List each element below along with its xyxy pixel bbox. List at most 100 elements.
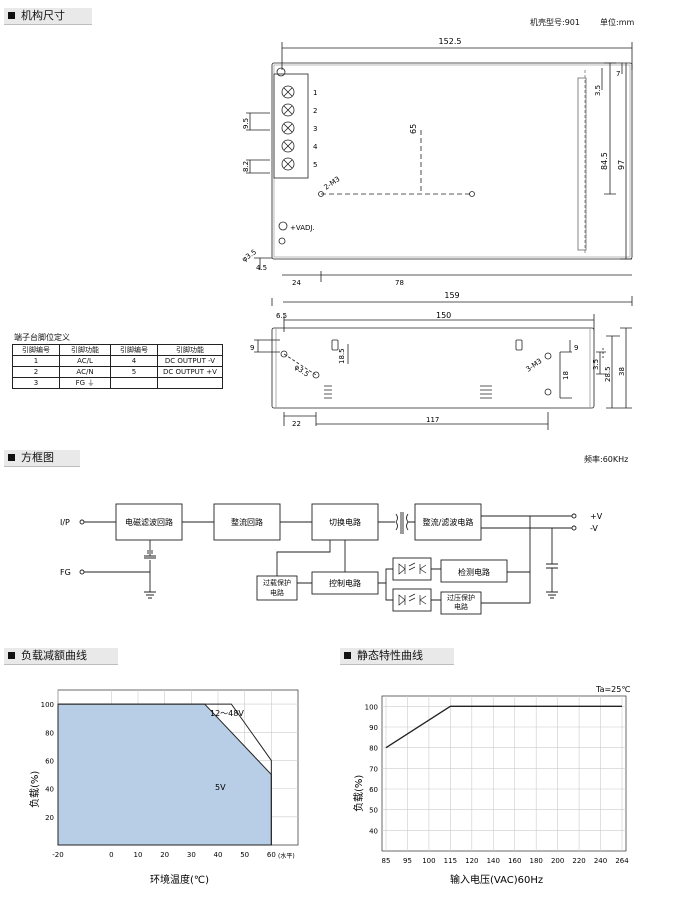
minus-v-label: -V [590,524,598,533]
pin-table-title: 端子台脚位定义 [14,333,70,342]
vadj-pot [278,221,288,231]
square-bullet-icon [8,454,15,461]
rectifier-label: 整流回路 [231,517,263,527]
dim-2-m3: 2-M3 [323,175,342,192]
detect-label: 检测电路 [458,567,490,577]
x-tick-label: 40 [214,851,223,859]
table-cell: AC/N [59,366,111,378]
control-label: 控制电路 [329,578,361,588]
table-header: 引脚功能 [59,344,111,356]
x-tick-label: 30 [187,851,196,859]
vadj-label: +VADJ. [290,224,315,232]
square-bullet-icon [8,12,15,19]
table-cell: DC OUTPUT +V [157,366,223,378]
x-tick-label: 115 [444,857,457,865]
dim-18: 18 [562,371,570,380]
section-title: 负载减额曲线 [21,649,87,662]
section-header-block-diagram: 方框图 [4,450,80,467]
unit-info: 单位:mm [600,18,635,27]
detect-box [440,559,508,583]
table-cell: FG ⏚ [59,377,111,389]
ip-label: I/P [60,518,70,527]
x-tick-label: 160 [508,857,521,865]
y-tick-label: 70 [369,765,378,773]
section-title: 方框图 [21,451,54,464]
x-tick-label: 95 [403,857,412,865]
x-tick-label: 85 [382,857,391,865]
dim-hole-dia: φ3.5 [241,248,258,264]
dim-18-5: 18.5 [338,348,346,364]
dim-38: 38 [618,367,626,376]
dim-150: 150 [436,311,451,320]
x-tick-label: 200 [551,857,564,865]
section-header-derating: 负载减额曲线 [4,648,118,665]
label-12-48v: 12～48V [210,709,244,718]
y-tick-label: 20 [45,814,54,822]
table-cell: AC/L [59,355,111,367]
x-tick-label: 100 [422,857,435,865]
top-view-drawing: 152.5 65 84.5 97 3.5 7 9.5 8.2 2-M3 φ3.5… [241,37,633,306]
dim-8-2: 8.2 [242,161,250,172]
y-tick-label: 40 [45,786,54,794]
dim-9-right: 9 [574,344,578,352]
dim-4-5: 4.5 [256,264,267,272]
series-load-line [385,705,622,749]
section-title: 静态特性曲线 [357,649,423,662]
terminal-num-4: 4 [313,143,318,151]
terminal-num-2: 2 [313,107,317,115]
terminal-num-3: 3 [313,125,317,133]
y-tick-label: 90 [369,724,378,732]
section-header-static: 静态特性曲线 [340,648,454,665]
ta-label: Ta=25℃ [595,685,630,694]
plot-frame [381,695,627,852]
terminal-num-5: 5 [313,161,317,169]
y-tick-label: 100 [365,703,378,711]
ovp-label: 过压保护 电路 [447,594,475,611]
side-view-drawing: 6.5 150 9 18.5 φ3.5 9 3-M3 18 3.5 28.5 3… [250,311,632,430]
dim-84-5: 84.5 [600,152,609,170]
dim-3-5: 3.5 [594,85,602,96]
y-tick-label: 80 [369,745,378,753]
olp-label: 过载保护 电路 [263,579,291,597]
series-5v-area [57,703,272,846]
square-bullet-icon [8,652,15,659]
square-bullet-icon [344,652,351,659]
side-holes [280,339,552,399]
x-tick-label: 220 [572,857,585,865]
chassis-outline [271,62,633,260]
y-axis-label: 负载(%) [28,771,41,808]
pin-table: 引脚编号 引脚功能 引脚编号 引脚功能 1 AC/L 4 DC OUTPUT -… [12,344,223,389]
table-cell: 2 [12,366,60,378]
table-row: 引脚编号 引脚功能 引脚编号 引脚功能 [12,344,223,356]
section-title: 机构尺寸 [21,9,65,22]
dim-159: 159 [444,291,459,300]
table-row: 1 AC/L 4 DC OUTPUT -V [12,355,223,367]
table-cell [157,377,223,389]
table-header: 引脚编号 [110,344,158,356]
y-tick-label: 50 [369,807,378,815]
freq-info: 频率:60KHz [584,455,629,464]
y-tick-label: 60 [45,757,54,765]
x-tick-label: 0 [109,851,113,859]
dim-65: 65 [409,124,418,134]
y-tick-label: 100 [41,701,54,709]
table-cell: 1 [12,355,60,367]
dim-7: 7 [616,70,620,78]
y-tick-label: 40 [369,827,378,835]
emi-filter-label: 电磁滤波回路 [125,517,173,527]
fg-label: FG [60,568,71,577]
section-header-mechanical: 机构尺寸 [4,8,92,25]
side-outline [271,327,595,409]
table-header: 引脚功能 [157,344,223,356]
dim-6-5: 6.5 [276,312,287,320]
x-unit-label: (水平) [278,852,295,860]
table-cell: DC OUTPUT -V [157,355,223,367]
dim-3-5-side: 3.5 [592,359,600,370]
y-tick-label: 80 [45,729,54,737]
fg-screw [276,67,286,77]
dim-3-m3: 3-M3 [525,357,544,374]
x-tick-label: 60 [267,851,276,859]
case-info: 机壳型号:901 [530,18,580,27]
